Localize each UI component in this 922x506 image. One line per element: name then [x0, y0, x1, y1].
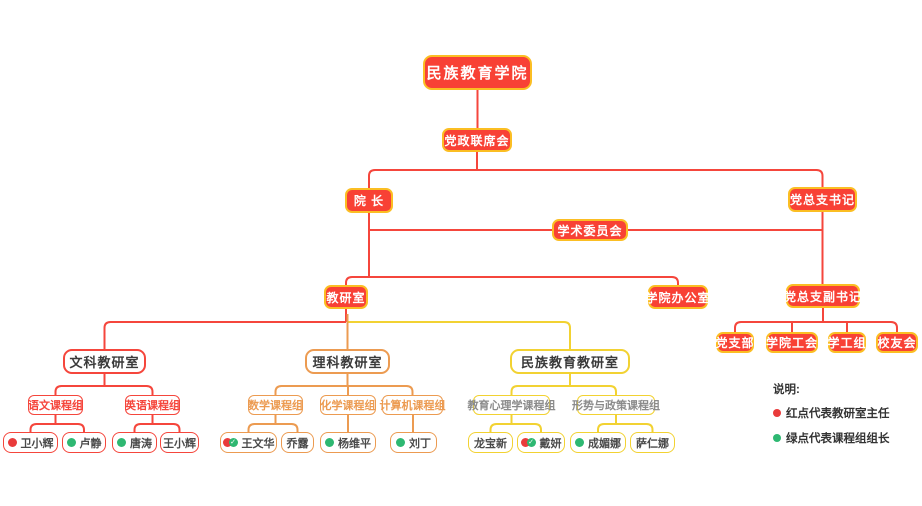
- red-dot-icon: [7, 438, 17, 447]
- node-computer-group[interactable]: 计算机课程组: [380, 395, 446, 415]
- node-person-wang-wenhua[interactable]: 王文华: [220, 432, 277, 453]
- green-dot-icon: [117, 438, 126, 447]
- person-name: 王小辉: [163, 437, 196, 450]
- node-person-wei-xiaohui[interactable]: 卫小辉: [3, 432, 58, 453]
- node-ethnic-education-office[interactable]: 民族教育教研室: [510, 349, 630, 374]
- node-party-branch[interactable]: 党支部: [716, 332, 754, 353]
- green-dot-icon: [575, 438, 584, 447]
- orange-connectors: [247, 314, 414, 432]
- node-science-office[interactable]: 理科教研室: [305, 349, 390, 374]
- person-name: 龙宝新: [474, 437, 507, 450]
- node-policy-group[interactable]: 形势与政策课程组: [572, 395, 660, 415]
- green-check-dot-icon: [228, 438, 238, 447]
- legend-item-red: 红点代表教研室主任: [773, 405, 890, 421]
- red-dot-icon: [520, 438, 530, 447]
- node-english-group[interactable]: 英语课程组: [125, 395, 180, 415]
- node-college-union[interactable]: 学院工会: [766, 332, 818, 353]
- node-person-cheng-meina[interactable]: 成媚娜: [570, 432, 626, 453]
- person-name: 刘丁: [409, 437, 431, 450]
- person-name: 萨仁娜: [636, 437, 669, 450]
- node-person-sa-renna[interactable]: 萨仁娜: [630, 432, 675, 453]
- node-liberal-arts-office[interactable]: 文科教研室: [63, 349, 146, 374]
- person-name: 唐涛: [130, 437, 152, 450]
- person-name: 戴妍: [539, 437, 562, 450]
- node-edu-psychology-group[interactable]: 教育心理学课程组: [468, 395, 556, 415]
- node-person-qiao-lu[interactable]: 乔露: [281, 432, 314, 453]
- legend-item-label: 红点代表教研室主任: [786, 408, 890, 420]
- green-check-dot-icon: [526, 438, 536, 447]
- node-dean[interactable]: 院 长: [345, 188, 393, 213]
- person-name: 杨维平: [338, 437, 371, 450]
- node-college-office[interactable]: 学院办公室: [646, 285, 710, 309]
- node-teaching-research-office[interactable]: 教研室: [324, 285, 368, 309]
- node-party-secretary[interactable]: 党总支书记: [788, 187, 857, 212]
- node-person-tang-tao[interactable]: 唐涛: [112, 432, 157, 453]
- node-person-wang-xiaohui[interactable]: 王小辉: [160, 432, 199, 453]
- legend: 说明: 红点代表教研室主任 绿点代表课程组组长: [773, 381, 890, 455]
- node-ethnic-education-college[interactable]: 民族教育学院: [423, 55, 532, 90]
- green-dot-icon: [66, 438, 76, 447]
- node-party-government-joint-meeting[interactable]: 党政联席会: [442, 128, 512, 152]
- person-name: 王文华: [241, 437, 275, 450]
- node-person-long-baoxin[interactable]: 龙宝新: [468, 432, 513, 453]
- node-student-work-group[interactable]: 学工组: [828, 332, 866, 353]
- node-chemistry-group[interactable]: 化学课程组: [320, 395, 376, 415]
- node-alumni-association[interactable]: 校友会: [876, 332, 918, 353]
- legend-green-dot-icon: [773, 434, 781, 442]
- person-name: 卫小辉: [20, 437, 54, 450]
- person-name: 卢静: [79, 437, 102, 450]
- legend-title: 说明:: [773, 384, 800, 396]
- node-person-dai-yan[interactable]: 戴妍: [517, 432, 565, 453]
- node-person-liu-ding[interactable]: 刘丁: [390, 432, 437, 453]
- node-math-group[interactable]: 数学课程组: [248, 395, 303, 415]
- person-name: 乔露: [286, 437, 309, 450]
- legend-item-green: 绿点代表课程组组长: [773, 430, 890, 446]
- legend-item-label: 绿点代表课程组组长: [786, 433, 890, 445]
- yellow-connectors: [347, 321, 654, 432]
- node-academic-committee[interactable]: 学术委员会: [552, 219, 628, 241]
- person-name: 成媚娜: [588, 437, 621, 450]
- node-person-yang-weiping[interactable]: 杨维平: [320, 432, 376, 453]
- node-chinese-group[interactable]: 语文课程组: [28, 395, 83, 415]
- node-deputy-party-secretary[interactable]: 党总支副书记: [784, 284, 861, 308]
- red-dot-icon: [222, 438, 232, 447]
- green-dot-icon: [325, 438, 334, 447]
- legend-red-dot-icon: [773, 409, 781, 417]
- green-dot-icon: [396, 438, 405, 447]
- node-person-lu-jing[interactable]: 卢静: [62, 432, 106, 453]
